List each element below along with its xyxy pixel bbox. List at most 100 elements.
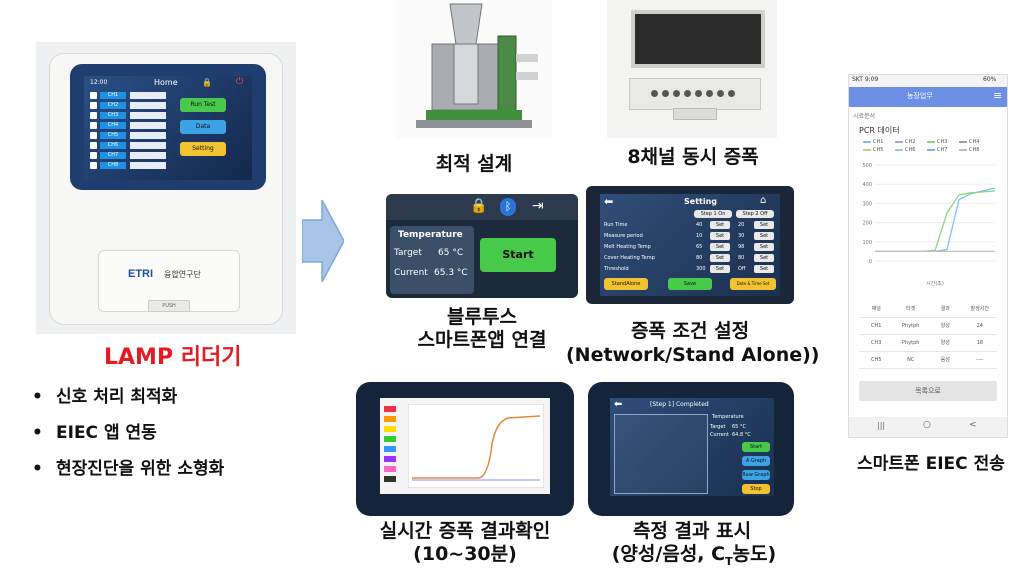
table-cell: 18 — [976, 340, 983, 346]
result-current-value: 64.8 °C — [732, 432, 751, 438]
exit-icon: ⇥ — [532, 198, 544, 214]
right-arrow-icon — [302, 200, 344, 282]
a-graph-button[interactable]: A Graph — [742, 456, 770, 466]
legend-item: CH4 — [959, 139, 979, 145]
table-header-cell: 결과 — [940, 306, 950, 312]
set-button[interactable]: Set — [754, 221, 774, 229]
back-arrow-icon[interactable]: ⬅ — [604, 195, 614, 208]
channel-row[interactable]: CH6 — [90, 142, 172, 150]
channel-label: CH6 — [100, 142, 126, 149]
x-axis-label: 시간(초) — [926, 280, 944, 287]
lock-icon: 🔒 — [470, 198, 488, 214]
caption-design: 최적 설계 — [435, 153, 513, 175]
checkbox-icon[interactable] — [90, 122, 97, 129]
caption-measure-sub: T — [725, 554, 733, 568]
setting-row-label: Threshold — [604, 266, 629, 272]
set-button[interactable]: Set — [710, 221, 730, 229]
channel-row[interactable]: CH7 — [90, 152, 172, 160]
status-left: SKT 9:09 — [852, 76, 879, 83]
step1-toggle[interactable]: Step 1 On — [694, 210, 732, 218]
legend-swatch — [863, 140, 871, 143]
nav-bar — [849, 417, 1007, 437]
legend-item: CH2 — [895, 139, 915, 145]
result-temp-heading: Temperature — [712, 414, 744, 420]
set-button[interactable]: Set — [710, 232, 730, 240]
nav-home-icon[interactable]: ○ — [923, 420, 931, 430]
caption-realtime-2: (10~30분) — [413, 543, 517, 565]
current-value: 65.3 °C — [434, 268, 468, 278]
step2-value: 98 — [738, 244, 745, 250]
set-button[interactable]: Set — [754, 254, 774, 262]
channel-row[interactable]: CH4 — [90, 122, 172, 130]
checkbox-icon[interactable] — [90, 142, 97, 149]
nav-recent-icon[interactable]: ||| — [877, 421, 886, 430]
checkbox-icon[interactable] — [90, 152, 97, 159]
back-arrow-icon[interactable]: ⬅ — [614, 399, 623, 410]
start-button[interactable]: Start — [480, 238, 556, 272]
checkbox-icon[interactable] — [90, 92, 97, 99]
current-label: Current — [394, 268, 428, 278]
y-tick-label: 300 — [862, 201, 872, 207]
home-icon[interactable]: ⌂ — [760, 195, 767, 206]
partner-logo: 융합연구단 — [164, 270, 201, 279]
feature-item: 현장진단을 위한 소형화 — [32, 457, 224, 493]
channel-label: CH3 — [100, 112, 126, 119]
caption-condition-2: (Network/Stand Alone)) — [566, 344, 820, 366]
nav-back-icon[interactable]: < — [969, 420, 977, 430]
feature-item: 신호 처리 최적화 — [32, 385, 224, 421]
checkbox-icon[interactable] — [90, 162, 97, 169]
table-header-cell: 채널 — [871, 306, 881, 312]
table-cell: ---- — [976, 357, 984, 363]
menu-icon[interactable]: ≡ — [993, 89, 1003, 102]
well — [717, 90, 724, 97]
y-tick-label: 500 — [862, 163, 872, 169]
set-button[interactable]: Set — [710, 243, 730, 251]
channel-value-box — [130, 102, 166, 109]
stop-button[interactable]: Stop — [742, 484, 770, 494]
channel-row[interactable]: CH1 — [90, 92, 172, 100]
channel-row[interactable]: CH2 — [90, 102, 172, 110]
legend-item: CH6 — [895, 147, 915, 153]
step2-toggle[interactable]: Step 2 Off — [736, 210, 774, 218]
result-start-button[interactable]: Start — [742, 442, 770, 452]
legend-label: CH8 — [969, 147, 980, 153]
channel-row[interactable]: CH3 — [90, 112, 172, 120]
save-button[interactable]: Save — [668, 278, 712, 290]
feature-list: 신호 처리 최적화 EIEC 앱 연동 현장진단을 위한 소형화 — [32, 385, 224, 493]
datetime-label: Date & Time Set — [736, 281, 770, 286]
set-button[interactable]: Set — [710, 254, 730, 262]
caption-measure-2: (양성/음성, CT농도) — [594, 543, 794, 573]
set-button[interactable]: Set — [754, 232, 774, 240]
checkbox-icon[interactable] — [90, 132, 97, 139]
legend-swatch — [863, 148, 871, 151]
checkbox-icon[interactable] — [90, 102, 97, 109]
table-cell: CH5 — [871, 357, 882, 363]
set-button[interactable]: Set — [754, 265, 774, 273]
set-button[interactable]: Set — [754, 243, 774, 251]
temp-panel — [390, 226, 474, 294]
setting-button[interactable]: Setting — [180, 142, 226, 156]
table-header-cell: 타겟 — [906, 306, 916, 312]
checkbox-icon[interactable] — [90, 112, 97, 119]
table-cell: 양성 — [940, 323, 950, 329]
table-cell: Phytph — [902, 340, 920, 346]
result-header: [Step 1] Completed — [650, 401, 709, 408]
back-list-button[interactable]: 목록으로 — [859, 381, 997, 401]
data-button[interactable]: Data — [180, 120, 226, 134]
raw-graph-button[interactable]: Raw Graph — [742, 470, 770, 480]
result-screen-photo: ⬅ [Step 1] Completed Temperature Target … — [588, 382, 794, 516]
datetime-button[interactable]: Date & Time Set — [730, 278, 776, 290]
channel-label: CH2 — [100, 102, 126, 109]
back-list-label: 목록으로 — [915, 387, 941, 395]
run-test-button[interactable]: Run Test — [180, 98, 226, 112]
channel-row[interactable]: CH8 — [90, 162, 172, 170]
channel-row[interactable]: CH5 — [90, 132, 172, 140]
push-button[interactable]: PUSH — [148, 300, 190, 312]
standalone-button[interactable]: StandAlone — [604, 278, 648, 290]
set-button[interactable]: Set — [710, 265, 730, 273]
well — [662, 90, 669, 97]
